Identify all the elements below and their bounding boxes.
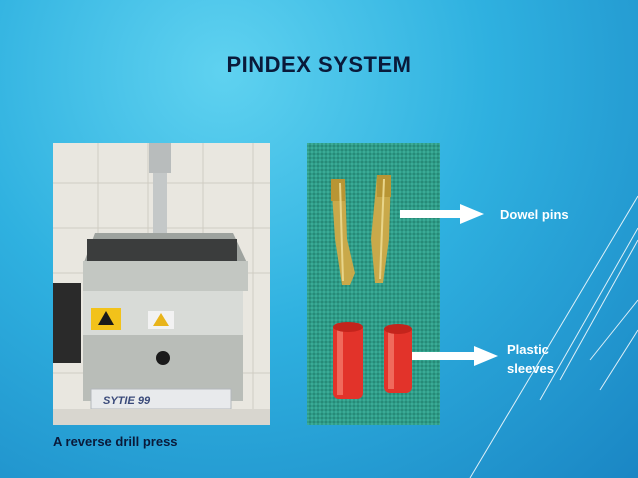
pins-sleeves-photo — [307, 143, 440, 425]
plastic-sleeve-2 — [384, 324, 412, 393]
slide-title: PINDEX SYSTEM — [226, 52, 412, 77]
plate-text: SYTIE 99 — [103, 395, 151, 407]
dowel-pin-1 — [331, 179, 355, 285]
sleeve-arrow-icon — [412, 346, 498, 366]
drill-press-caption: A reverse drill press — [53, 434, 178, 449]
dowel-pins-label: Dowel pins — [500, 207, 569, 222]
drill-press-photo: SYTIE 99 — [53, 143, 270, 425]
dowel-pin-2 — [371, 175, 391, 283]
dowel-arrow-icon — [400, 204, 484, 224]
plastic-sleeve-1 — [333, 322, 363, 399]
plastic-sleeves-label: Plastic sleeves — [507, 342, 554, 376]
